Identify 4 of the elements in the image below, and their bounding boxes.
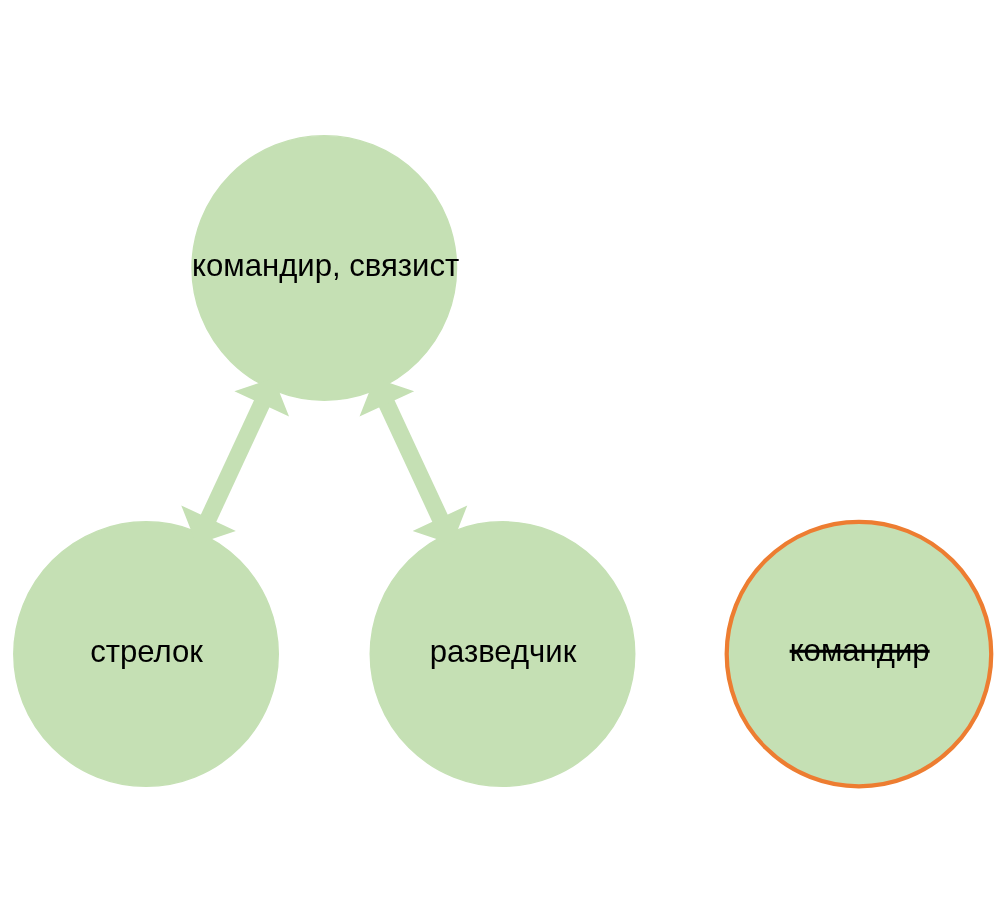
node-circle: командир, связист — [191, 134, 458, 401]
node-circle: разведчик — [369, 520, 636, 787]
node-circle: командир — [724, 519, 994, 788]
node-circle: стрелок — [13, 520, 279, 787]
